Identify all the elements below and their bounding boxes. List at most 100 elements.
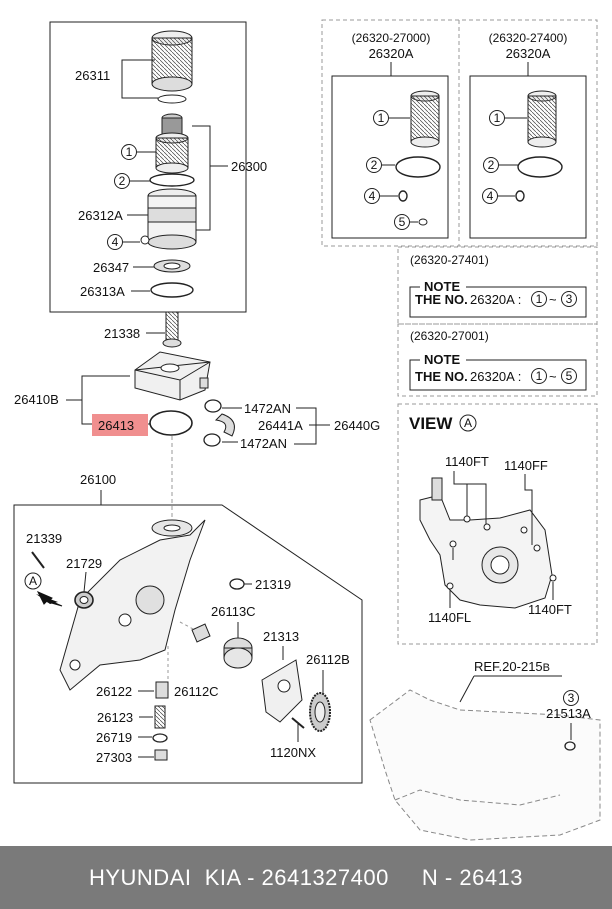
bolt-label-tr: 1140FF <box>504 458 548 473</box>
filter-housing-drawing <box>140 188 197 250</box>
filter-element-drawing <box>155 113 189 174</box>
kit2-callout-1: 1 <box>489 110 527 126</box>
svg-text:(26320-27401): (26320-27401) <box>410 253 489 267</box>
svg-text:~: ~ <box>549 292 557 307</box>
highlight-26413 <box>92 414 148 436</box>
label-26313A: 26313A <box>80 284 125 299</box>
kit1-callout-4: 4 <box>364 188 398 204</box>
kit2-name: 26320A <box>506 46 551 61</box>
svg-text:5: 5 <box>399 215 406 229</box>
label-1120NX: 1120NX <box>270 745 316 760</box>
label-1472AN-top: 1472AN <box>244 401 291 416</box>
kit1-element-drawing <box>410 90 440 148</box>
svg-text:~: ~ <box>549 369 557 384</box>
pump-gear-drawing <box>309 692 331 732</box>
label-26100: 26100 <box>80 472 116 487</box>
svg-text:4: 4 <box>369 189 376 203</box>
callout-1: 1 <box>121 144 156 160</box>
kit1-callout-5: 5 <box>394 214 418 230</box>
svg-text:2: 2 <box>119 174 126 188</box>
callout-3 <box>563 690 579 706</box>
svg-text:26320A :: 26320A : <box>470 292 521 307</box>
svg-text:3: 3 <box>566 292 573 306</box>
svg-text:1: 1 <box>126 145 133 159</box>
label-26441A: 26441A <box>258 418 303 433</box>
bolt-21338-drawing <box>162 311 182 348</box>
bolt-label-bl: 1140FL <box>428 610 471 625</box>
label-27303: 27303 <box>96 750 132 765</box>
label-26300: 26300 <box>231 159 267 174</box>
kit2-code: (26320-27400) <box>489 31 568 45</box>
svg-text:5: 5 <box>566 369 573 383</box>
pump-front-view-drawing <box>419 477 557 609</box>
label-1472AN-bottom: 1472AN <box>240 436 287 451</box>
kit1-callout-1: 1 <box>373 110 410 126</box>
bolt-label-br: 1140FT <box>528 602 572 617</box>
label-21729: 21729 <box>66 556 102 571</box>
label-26440G: 26440G <box>334 418 380 433</box>
svg-text:A: A <box>29 574 37 588</box>
svg-text:1: 1 <box>536 369 543 383</box>
svg-text:2: 2 <box>488 158 495 172</box>
rotor-inner-drawing <box>191 623 211 643</box>
filter-housing-group: 26311 26300 1 2 26312A 4 26347 26313A <box>49 21 267 313</box>
svg-text:3: 3 <box>568 691 575 705</box>
gasket-26413-drawing <box>149 410 193 436</box>
kit2-callout-2: 2 <box>483 157 518 173</box>
svg-text:1: 1 <box>378 111 385 125</box>
filter-kit-panel: (26320-27000) 26320A 1 2 4 5 (26320-2740… <box>321 19 598 247</box>
svg-text:NOTE: NOTE <box>424 352 460 367</box>
label-26413: 26413 <box>98 418 134 433</box>
svg-text:1: 1 <box>494 111 501 125</box>
label-21339: 21339 <box>26 531 62 546</box>
parts-diagram: 26311 26300 1 2 26312A 4 26347 26313A <box>13 19 601 841</box>
callout-4: 4 <box>107 234 140 250</box>
svg-text:(26320-27001): (26320-27001) <box>410 329 489 343</box>
label-26113C: 26113C <box>211 604 256 619</box>
oil-pump-box <box>13 504 363 784</box>
label-26122: 26122 <box>96 684 132 699</box>
svg-text:NOTE: NOTE <box>424 279 460 294</box>
filter-cap-drawing <box>151 30 193 104</box>
rotor-outer-drawing <box>223 637 253 669</box>
kit2-callout-4: 4 <box>482 188 515 204</box>
label-26719: 26719 <box>96 730 132 745</box>
view-marker-a: A <box>24 572 42 590</box>
hose-drawing <box>203 399 235 447</box>
svg-text:4: 4 <box>487 189 494 203</box>
label-21338: 21338 <box>104 326 140 341</box>
pump-cover-drawing <box>261 659 303 723</box>
label-26311: 26311 <box>75 68 110 83</box>
label-21313: 21313 <box>263 629 299 644</box>
kit1-callout-2: 2 <box>366 157 395 173</box>
oil-cooler-drawing <box>134 351 211 401</box>
svg-text:4: 4 <box>112 235 119 249</box>
oring-drawing <box>149 173 195 187</box>
label-21319: 21319 <box>255 577 291 592</box>
label-26112B: 26112B <box>306 652 350 667</box>
svg-text:26320A :: 26320A : <box>470 369 521 384</box>
kit1-code: (26320-27000) <box>352 31 431 45</box>
kit1-name: 26320A <box>369 46 414 61</box>
label-ref: REF.20-215B <box>474 659 550 674</box>
kit2-element-drawing <box>527 90 557 148</box>
view-title: VIEW <box>409 414 453 433</box>
label-21513A: 21513A <box>546 706 591 721</box>
svg-text:THE NO.: THE NO. <box>415 292 468 307</box>
svg-text:2: 2 <box>371 158 378 172</box>
svg-text:1: 1 <box>536 292 543 306</box>
label-26410B: 26410B <box>14 392 59 407</box>
view-marker: A <box>464 416 472 430</box>
label-26312A: 26312A <box>78 208 123 223</box>
label-26112C: 26112C <box>174 684 219 699</box>
view-a-panel: VIEW A 1140FT 1140FF 1140FL 1140FT <box>397 403 598 645</box>
callout-2: 2 <box>114 173 150 189</box>
label-26347: 26347 <box>93 260 129 275</box>
label-26123: 26123 <box>97 710 133 725</box>
oil-pan-drawing <box>369 689 601 841</box>
footer-part-number: HYUNDAI KIA - 2641327400 N - 26413 <box>0 846 612 909</box>
svg-text:THE NO.: THE NO. <box>415 369 468 384</box>
oil-pump-body-drawing <box>59 519 206 691</box>
note-panel-1: (26320-27401) NOTE THE NO. 26320A : 1 ~ … <box>397 246 598 325</box>
bolt-label-tl: 1140FT <box>445 454 489 469</box>
